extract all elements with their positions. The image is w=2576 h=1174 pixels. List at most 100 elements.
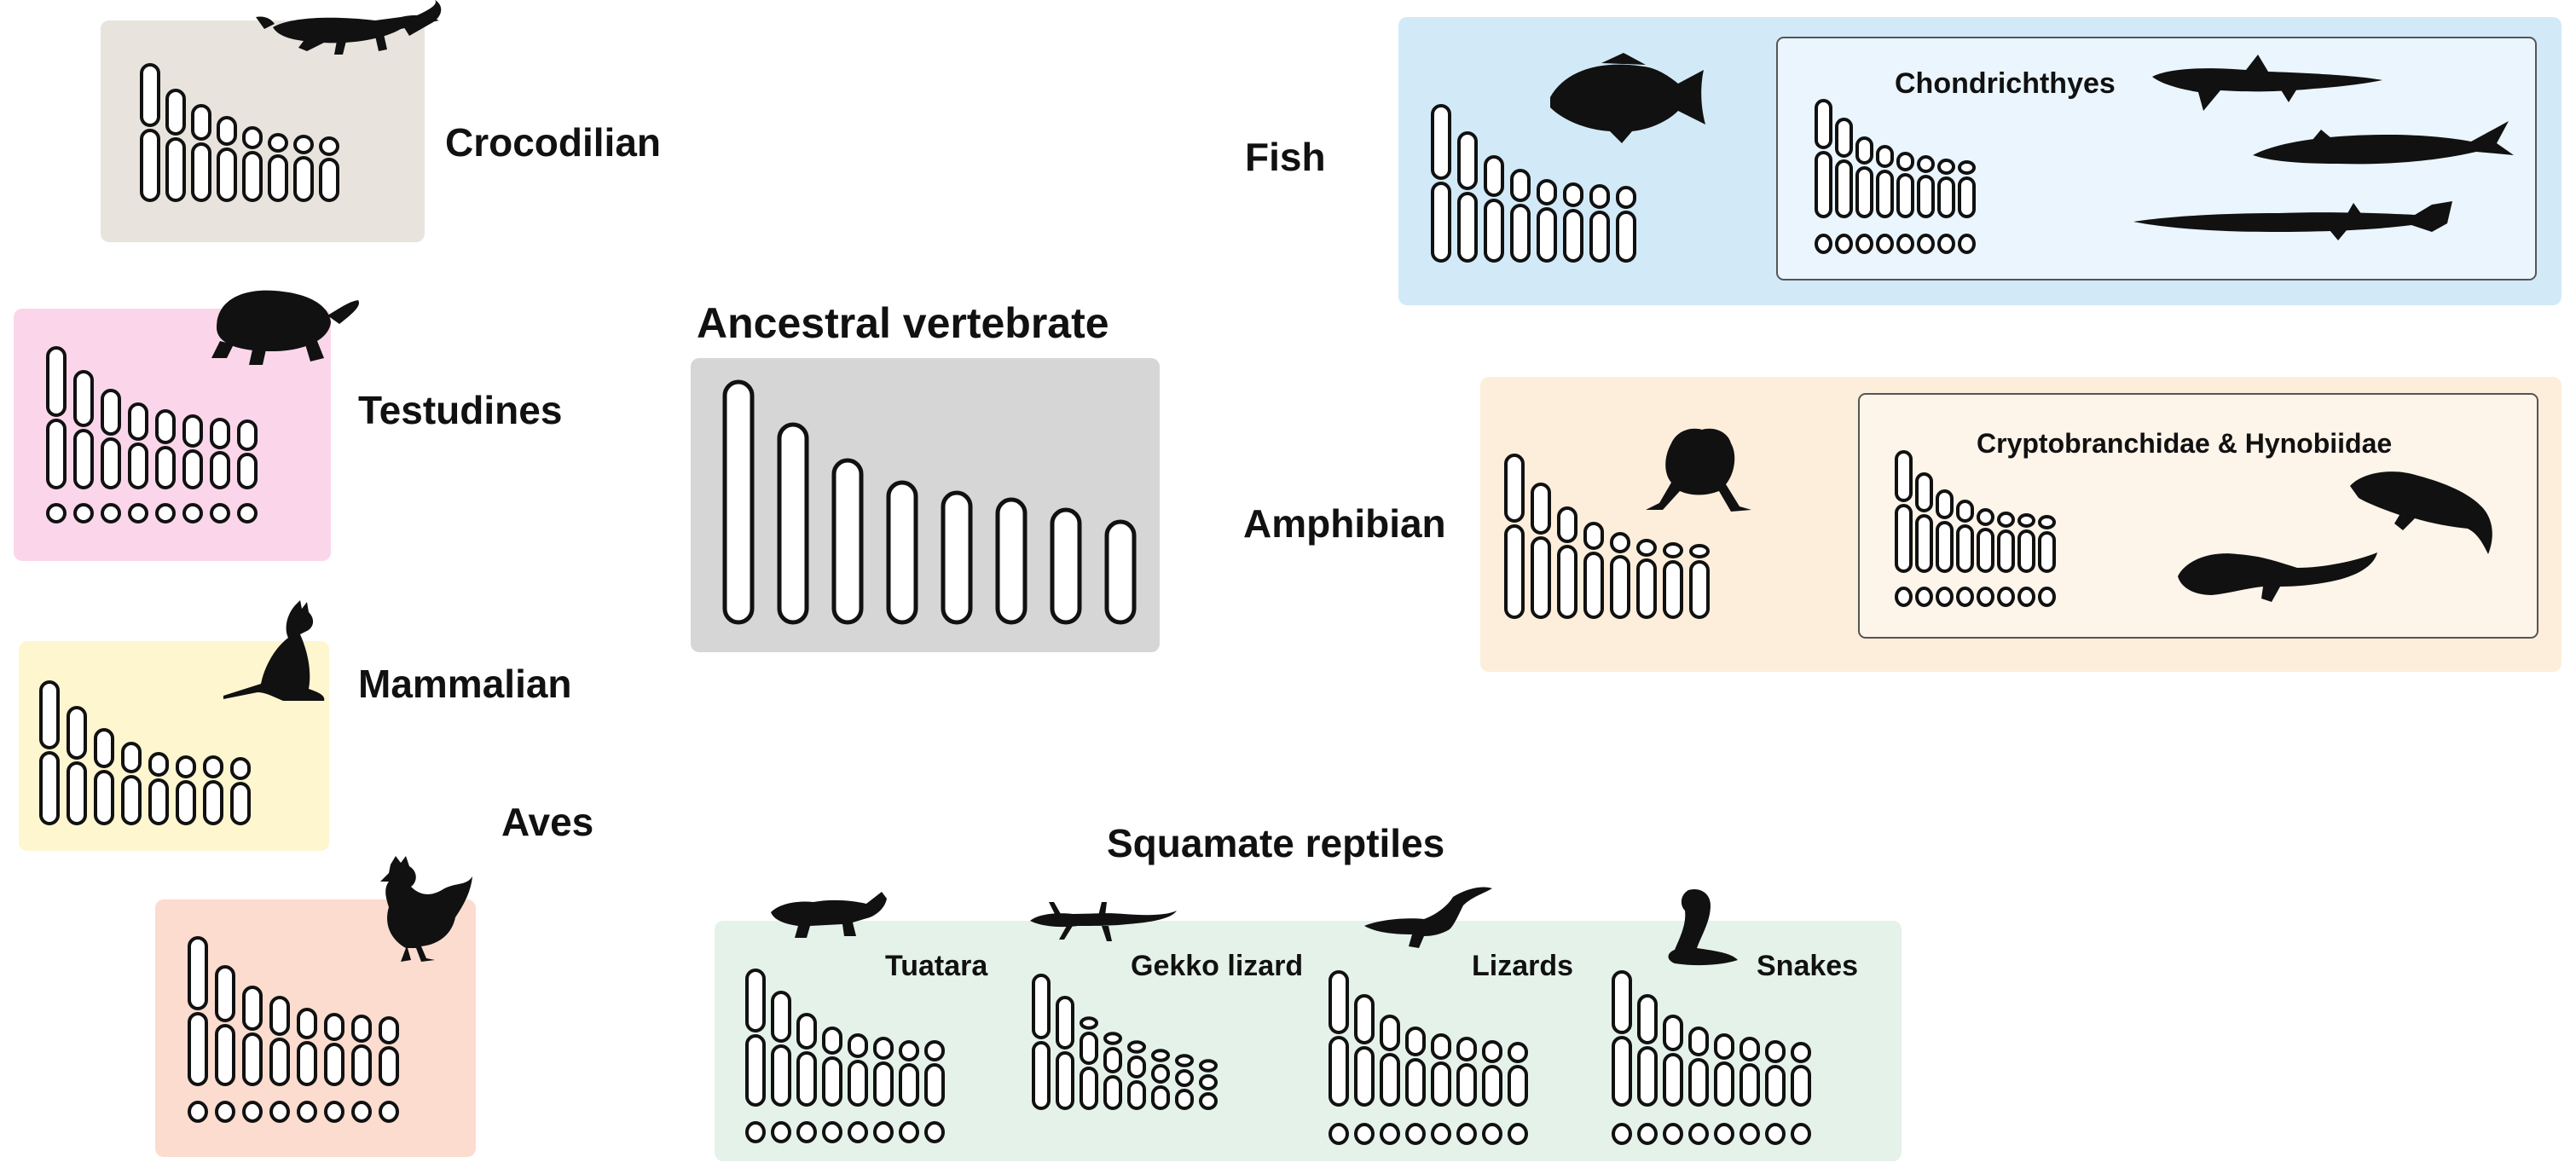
shark-silhouette-icon <box>2152 55 2382 111</box>
chromosome-arm <box>1895 504 1913 573</box>
lizard-silhouette-icon <box>1364 887 1492 948</box>
label-aves: Aves <box>501 800 593 844</box>
chromosome-arm <box>1876 170 1894 218</box>
chromosome-arm <box>1855 136 1873 165</box>
chromosome-arm <box>1557 506 1577 543</box>
chromosome-arm <box>215 965 235 1022</box>
microchromosome <box>1997 587 2015 607</box>
chromosome-arm <box>1616 186 1636 209</box>
chromosome-arm <box>1896 173 1914 218</box>
label-ancestral: Ancestral vertebrate <box>697 299 1109 347</box>
chromosome-arm <box>1354 994 1375 1044</box>
microchromosome <box>1508 1123 1528 1145</box>
chromosome-arm <box>899 1040 919 1061</box>
chromosome-arm <box>101 389 121 436</box>
chromosome-arm <box>1815 99 1832 149</box>
microchromosome <box>101 503 121 523</box>
chromosome-arm <box>1637 1046 1658 1107</box>
chromosome-arm <box>1563 209 1583 263</box>
microchromosome <box>1405 1123 1426 1145</box>
chromosome-arm <box>67 761 87 825</box>
chromosome-arm <box>155 409 176 444</box>
microchromosome <box>242 1101 263 1123</box>
chromosome-arm <box>1032 1041 1051 1110</box>
chromosome-arm <box>230 757 251 780</box>
microchromosome <box>1431 1123 1451 1145</box>
chromosome-arm <box>1895 450 1913 502</box>
chromosome-arm <box>1482 1040 1502 1063</box>
microchromosome <box>215 1101 235 1123</box>
chromosome-arm <box>1080 1067 1098 1110</box>
chromosome-arm <box>1876 145 1894 168</box>
chromosome-arm <box>215 1024 235 1086</box>
chromosome-arm <box>268 154 288 202</box>
chromosome-arm <box>822 1027 842 1055</box>
chromosome-arm <box>1636 558 1657 619</box>
chromosome <box>995 497 1028 625</box>
chromosome-arm <box>1431 1033 1451 1060</box>
microchromosome-row <box>745 1121 945 1143</box>
chromosome-arm <box>351 1044 372 1086</box>
microchromosome <box>1637 1123 1658 1145</box>
satellite <box>1151 1049 1170 1062</box>
chromosome-arm <box>1456 1037 1477 1061</box>
microchromosome <box>1917 234 1935 254</box>
chromosome-arm <box>148 778 169 825</box>
chromosome-arm <box>924 1063 945 1107</box>
chromosome-arm <box>745 1034 766 1107</box>
chromosome-arm <box>1610 532 1630 553</box>
chromosome-arm <box>1956 524 1974 573</box>
chromosome-arm <box>1380 1053 1400 1107</box>
chromosome-arm <box>1431 1061 1451 1107</box>
microchromosome <box>1958 234 1976 254</box>
microchromosome <box>899 1121 919 1143</box>
chromosome-arm <box>319 158 339 202</box>
chromosome-arm <box>1896 152 1914 171</box>
frog-silhouette-icon <box>1646 428 1751 512</box>
chromosome-arm <box>121 775 142 825</box>
microchromosome <box>379 1101 399 1123</box>
microchromosome <box>1354 1123 1375 1145</box>
snakes-chromosomes <box>1612 970 1811 1145</box>
microchromosome <box>1663 1123 1683 1145</box>
label-mammalian: Mammalian <box>358 662 572 706</box>
chromosome-arm <box>1997 512 2015 528</box>
animal-silhouettes <box>211 0 2514 966</box>
label-crocodilian: Crocodilian <box>445 120 661 165</box>
panel-squamate <box>715 921 1902 1161</box>
microchromosome-row <box>188 1101 399 1123</box>
turtle-silhouette-icon <box>211 290 360 365</box>
satellite <box>1175 1054 1194 1067</box>
chromosome-arm <box>2038 515 2056 529</box>
microchromosome <box>1936 587 1954 607</box>
microchromosome <box>73 503 94 523</box>
chromosome-arm <box>1663 542 1683 558</box>
chromosome-arm <box>1937 176 1955 218</box>
label-tuatara: Tuatara <box>885 950 988 982</box>
chromosome-arm <box>1636 539 1657 557</box>
chromosome-arm <box>1482 1065 1502 1107</box>
microchromosome <box>297 1101 317 1123</box>
microchromosome <box>269 1101 290 1123</box>
chromosome-arm <box>1637 994 1658 1044</box>
chromosome-arm <box>1380 1015 1400 1051</box>
microchromosome <box>1835 234 1853 254</box>
chromosome <box>831 458 864 625</box>
chromosome-arm <box>155 446 176 489</box>
label-crypto: Cryptobranchidae & Hynobiidae <box>1977 428 2392 459</box>
chromosome-arm <box>1151 1085 1170 1110</box>
chromosome-arm <box>210 418 230 449</box>
chromosome <box>886 480 918 625</box>
chromosome-arm <box>1557 545 1577 619</box>
chromosome-arm <box>1612 1036 1632 1107</box>
microchromosome <box>1956 587 1974 607</box>
tuatara-silhouette-icon <box>771 892 887 938</box>
chromosome-arm <box>1689 544 1710 558</box>
chromosome-arm <box>1484 199 1504 263</box>
chromosome-arm <box>899 1063 919 1107</box>
chondrichthyes-chromosomes <box>1815 99 1976 254</box>
chromosome-arm <box>1405 1058 1426 1107</box>
chromosome-arm <box>128 442 148 489</box>
microchromosome <box>1977 587 1994 607</box>
chromosome-arm <box>297 1008 317 1039</box>
